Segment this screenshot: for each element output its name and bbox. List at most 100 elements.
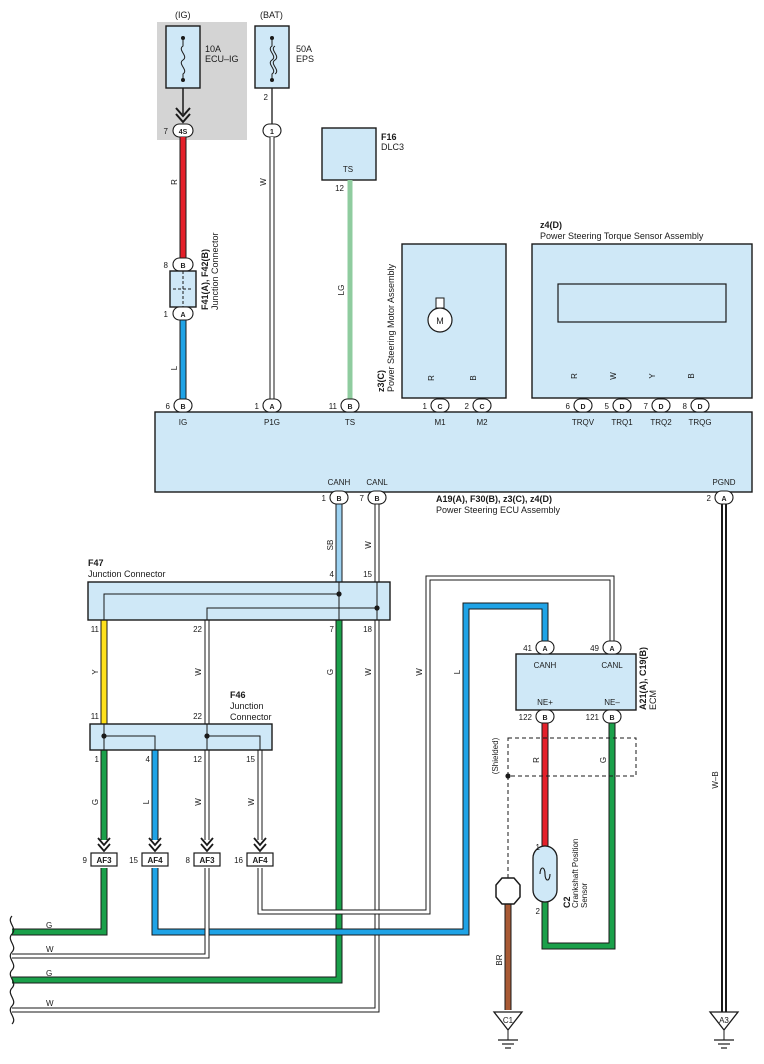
ecu-pin-number: 7 — [360, 494, 365, 503]
wire-trq1: W — [609, 372, 618, 380]
jc-ig-pin-bot: 1 — [164, 310, 169, 319]
ecu-pin-conn: D — [580, 404, 585, 411]
ecu-pin-number: 6 — [566, 402, 571, 411]
wire-canl: W — [364, 541, 373, 549]
ecu-pin-conn: C — [479, 404, 484, 411]
ecu-pin-number: 6 — [166, 402, 171, 411]
ecu-pin-number: 7 — [644, 402, 649, 411]
wire-trq2: Y — [648, 373, 657, 379]
af-connector-name: AF4 — [147, 856, 163, 865]
ecm-nem-label: NE– — [604, 698, 620, 707]
wire-ne-m: G — [599, 757, 608, 763]
sensor-pin2: 2 — [536, 907, 541, 916]
wire-f47-7: G — [326, 669, 335, 675]
ecu-name: Power Steering ECU Assembly — [436, 505, 561, 515]
dlc3-box — [321, 127, 377, 181]
f47-pin-bot-2: 7 — [330, 625, 335, 634]
wire-loop-l: L — [453, 669, 462, 674]
wire-ts: LG — [337, 285, 346, 296]
f46-pin-bot-2: 12 — [193, 755, 202, 764]
ecu-pin-label: M1 — [434, 418, 446, 427]
ecu-pin-conn: B — [180, 404, 185, 411]
fuse2-pin: 2 — [264, 93, 269, 102]
wire-f47-18: W — [364, 668, 373, 676]
wire-left-g1: G — [46, 921, 52, 930]
ecu-pin-connector — [612, 398, 632, 413]
af-connector-name: AF3 — [96, 856, 112, 865]
ecm-nep-conn: B — [542, 715, 547, 722]
ecu-pin-label: TRQV — [572, 418, 595, 427]
sensor-name-line1: Crankshaft Position — [571, 839, 580, 908]
f46-name-line2: Connector — [230, 712, 272, 722]
af-connector-pin: 16 — [234, 856, 243, 865]
wire-f47-22: W — [194, 668, 203, 676]
af-connector-box — [141, 852, 169, 867]
ecu-pin-conn: D — [619, 404, 624, 411]
wire-br: BR — [495, 954, 504, 965]
fuse1-pin: 7 — [164, 127, 169, 136]
wire-f46-4: L — [142, 799, 151, 804]
fuse1-name: ECU–IG — [205, 54, 239, 64]
f47-name: Junction Connector — [88, 569, 166, 579]
wire-p1g: W — [259, 178, 268, 186]
f46-pin-bot-3: 15 — [246, 755, 255, 764]
ecm-canh-label: CANH — [534, 661, 557, 670]
f47-pin-bot-1: 22 — [193, 625, 202, 634]
dlc3-name: DLC3 — [381, 142, 404, 152]
af-connector-pin: 8 — [186, 856, 191, 865]
ecm-box — [515, 653, 637, 711]
wire-loop-w: W — [415, 668, 424, 676]
f46-pin-bot-0: 1 — [95, 755, 100, 764]
bat-label: (BAT) — [260, 10, 283, 20]
ecu-pin-connector — [430, 398, 450, 413]
ground-c1 — [492, 1011, 524, 1049]
ecu-pin-label: TRQ2 — [650, 418, 672, 427]
ecm-name: ECM — [648, 690, 658, 710]
jc-ig-conn-top: B — [180, 263, 185, 270]
ground-c1-label: C1 — [503, 1016, 514, 1025]
af-connector-pin: 15 — [129, 856, 138, 865]
af-connector-name: AF4 — [252, 856, 268, 865]
f46-pin-top-1: 22 — [193, 712, 202, 721]
ground-a3 — [708, 1011, 740, 1049]
jc-ig-id: F41(A), F42(B) — [200, 249, 210, 310]
fuse1-rating: 10A — [205, 44, 221, 54]
ecu-pin-conn: A — [721, 496, 726, 503]
ecu-pin-label: TRQ1 — [611, 418, 633, 427]
ecu-pin-connector — [714, 490, 734, 505]
ecu-pin-label: CANL — [366, 478, 388, 487]
f46-pin-bot-1: 4 — [146, 755, 151, 764]
ecu-box — [154, 411, 753, 493]
af-connector-arrow — [148, 837, 162, 853]
ecu-pin-connector — [329, 490, 349, 505]
ecu-pin-number: 2 — [465, 402, 470, 411]
ecu-pin-number: 5 — [605, 402, 610, 411]
wire-f46-15: W — [247, 798, 256, 806]
wire-f47-11: Y — [91, 669, 100, 675]
ecm-id: A21(A), C19(B) — [638, 647, 648, 710]
ecu-pin-number: 1 — [255, 402, 260, 411]
sensor-name-line2: Sensor — [580, 882, 589, 908]
fuse2-name: EPS — [296, 54, 314, 64]
ecm-canh-pin: 41 — [523, 644, 532, 653]
ecu-pin-number: 1 — [322, 494, 327, 503]
ecm-nem-conn: B — [609, 715, 614, 722]
wire-ig-l: L — [170, 365, 179, 370]
jc-ig-pin-top: 8 — [164, 261, 169, 270]
ecu-id: A19(A), F30(B), z3(C), z4(D) — [436, 494, 552, 504]
ecu-pin-conn: C — [437, 404, 442, 411]
sensor-pin1: 1 — [536, 843, 541, 852]
ecm-canl-conn: A — [609, 646, 614, 653]
wire-left-w1: W — [46, 945, 54, 954]
ecu-pin-connector — [262, 398, 282, 413]
ig-label: (IG) — [175, 10, 191, 20]
ecu-pin-number: 11 — [329, 402, 338, 411]
ecm-nem-pin: 121 — [586, 713, 600, 722]
wire-m2: B — [469, 375, 478, 380]
f46-id: F46 — [230, 690, 246, 700]
ecm-canl-label: CANL — [601, 661, 623, 670]
fuse-eps — [254, 25, 290, 89]
ecu-pin-number: 1 — [423, 402, 428, 411]
ecu-pin-conn: B — [336, 496, 341, 503]
